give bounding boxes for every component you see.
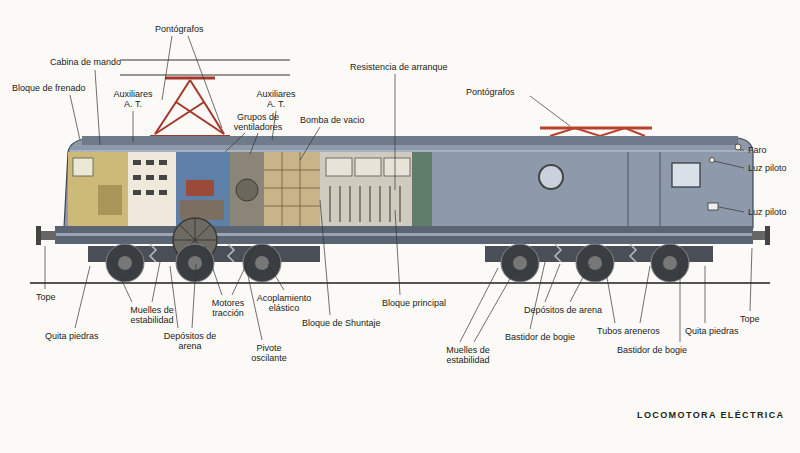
part-label: Luz piloto bbox=[748, 163, 787, 173]
part-label: Bomba de vacio bbox=[300, 115, 365, 125]
part-label: Pontógrafos bbox=[466, 87, 515, 97]
part-label: Bastidor de bogie bbox=[505, 332, 575, 342]
part-label: Bastidor de bogie bbox=[617, 345, 687, 355]
part-label: Bloque de Shuntaje bbox=[302, 318, 381, 328]
part-label: Pivote oscilante bbox=[246, 343, 292, 363]
part-label: Tope bbox=[36, 292, 56, 302]
part-label: Tubos areneros bbox=[597, 326, 660, 336]
part-label: Motores tracción bbox=[205, 298, 251, 318]
part-label: Quita piedras bbox=[45, 331, 99, 341]
part-label: Grupos de ventiladores bbox=[228, 112, 288, 132]
part-label: Tope bbox=[740, 314, 760, 324]
diagram-title: LOCOMOTORA ELÉCTRICA bbox=[637, 410, 785, 420]
part-label: Pontógrafos bbox=[155, 24, 204, 34]
part-label: Muelles de estabilidad bbox=[442, 345, 494, 365]
part-label: Luz piloto bbox=[748, 207, 787, 217]
part-label: Quita piedras bbox=[685, 326, 739, 336]
part-label: Acoplamiento elástico bbox=[254, 293, 314, 313]
part-label: Faro bbox=[748, 145, 767, 155]
part-label: Cabina de mando bbox=[50, 57, 121, 67]
part-label: Bloque de frenado bbox=[12, 83, 86, 93]
part-label: Auxiliares A. T. bbox=[252, 89, 300, 109]
part-label: Resistencia de arranque bbox=[350, 62, 448, 72]
part-label: Depósitos de arena bbox=[524, 305, 602, 315]
part-label: Auxiliares A. T. bbox=[109, 89, 157, 109]
part-label: Bloque principal bbox=[382, 298, 446, 308]
part-label: Muelles de estabilidad bbox=[126, 305, 178, 325]
part-label: Depósitos de arena bbox=[160, 331, 220, 351]
